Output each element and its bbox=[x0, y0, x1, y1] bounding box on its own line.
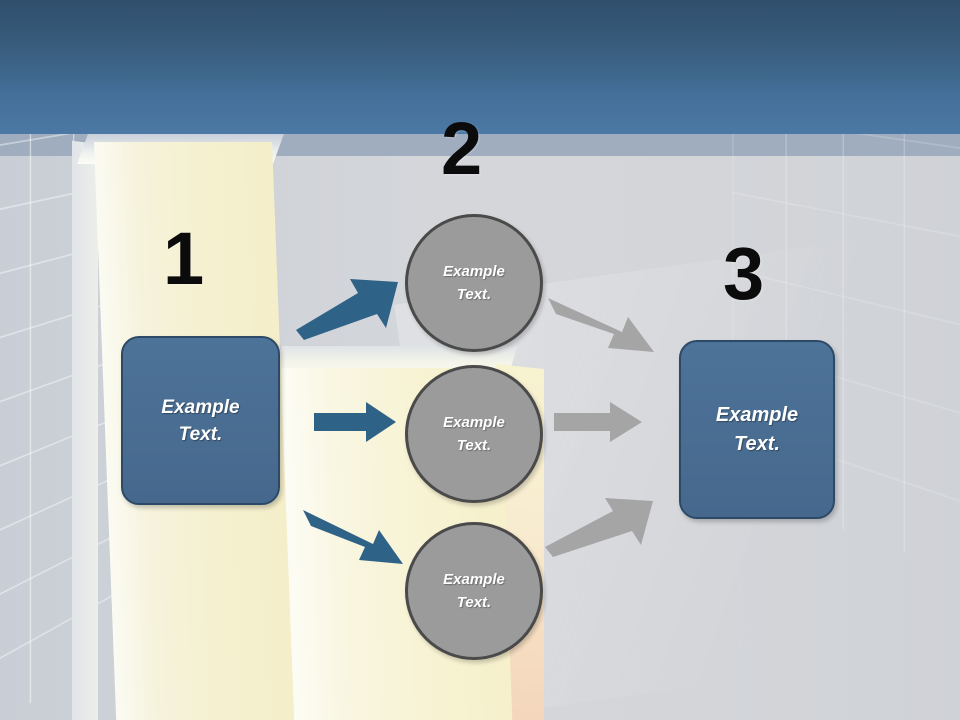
slide-header bbox=[0, 0, 960, 134]
step-2-top-label-line1: Example bbox=[443, 263, 505, 280]
gray-arrow-right-icon bbox=[554, 402, 642, 442]
step-3-label-line2: Text. bbox=[734, 432, 780, 455]
step-2-node-bottom[interactable]: Example Text. bbox=[405, 522, 543, 660]
blue-arrow-up-right-icon bbox=[296, 278, 400, 340]
step-2-middle-label: Example Text. bbox=[443, 411, 505, 457]
step-1-label-line1: Example bbox=[161, 396, 240, 418]
step-1-label: Example Text. bbox=[161, 394, 239, 448]
step-number-3: 3 bbox=[723, 232, 765, 315]
step-1-node[interactable]: Example Text. bbox=[121, 336, 280, 505]
step-number-1: 1 bbox=[163, 217, 205, 300]
step-2-middle-label-line2: Text. bbox=[456, 437, 492, 454]
blue-arrow-right-icon bbox=[314, 402, 396, 442]
bar-side-face bbox=[72, 140, 98, 720]
step-number-2: 2 bbox=[441, 107, 483, 190]
step-2-top-label: Example Text. bbox=[443, 260, 505, 306]
gray-arrow-down-right-icon bbox=[548, 290, 656, 352]
step-2-middle-label-line1: Example bbox=[443, 414, 505, 431]
step-2-bottom-label-line2: Text. bbox=[456, 594, 492, 611]
step-3-label: Example Text. bbox=[716, 401, 798, 459]
step-1-label-line2: Text. bbox=[178, 423, 223, 445]
step-2-bottom-label: Example Text. bbox=[443, 568, 505, 614]
step-2-top-label-line2: Text. bbox=[456, 286, 492, 303]
step-2-node-middle[interactable]: Example Text. bbox=[405, 365, 543, 503]
gray-arrow-up-right-icon bbox=[545, 497, 655, 557]
step-2-node-top[interactable]: Example Text. bbox=[405, 214, 543, 352]
blue-arrow-down-right-icon bbox=[303, 500, 405, 564]
step-2-bottom-label-line1: Example bbox=[443, 571, 505, 588]
step-3-node[interactable]: Example Text. bbox=[679, 340, 835, 519]
step-3-label-line1: Example bbox=[715, 403, 799, 426]
